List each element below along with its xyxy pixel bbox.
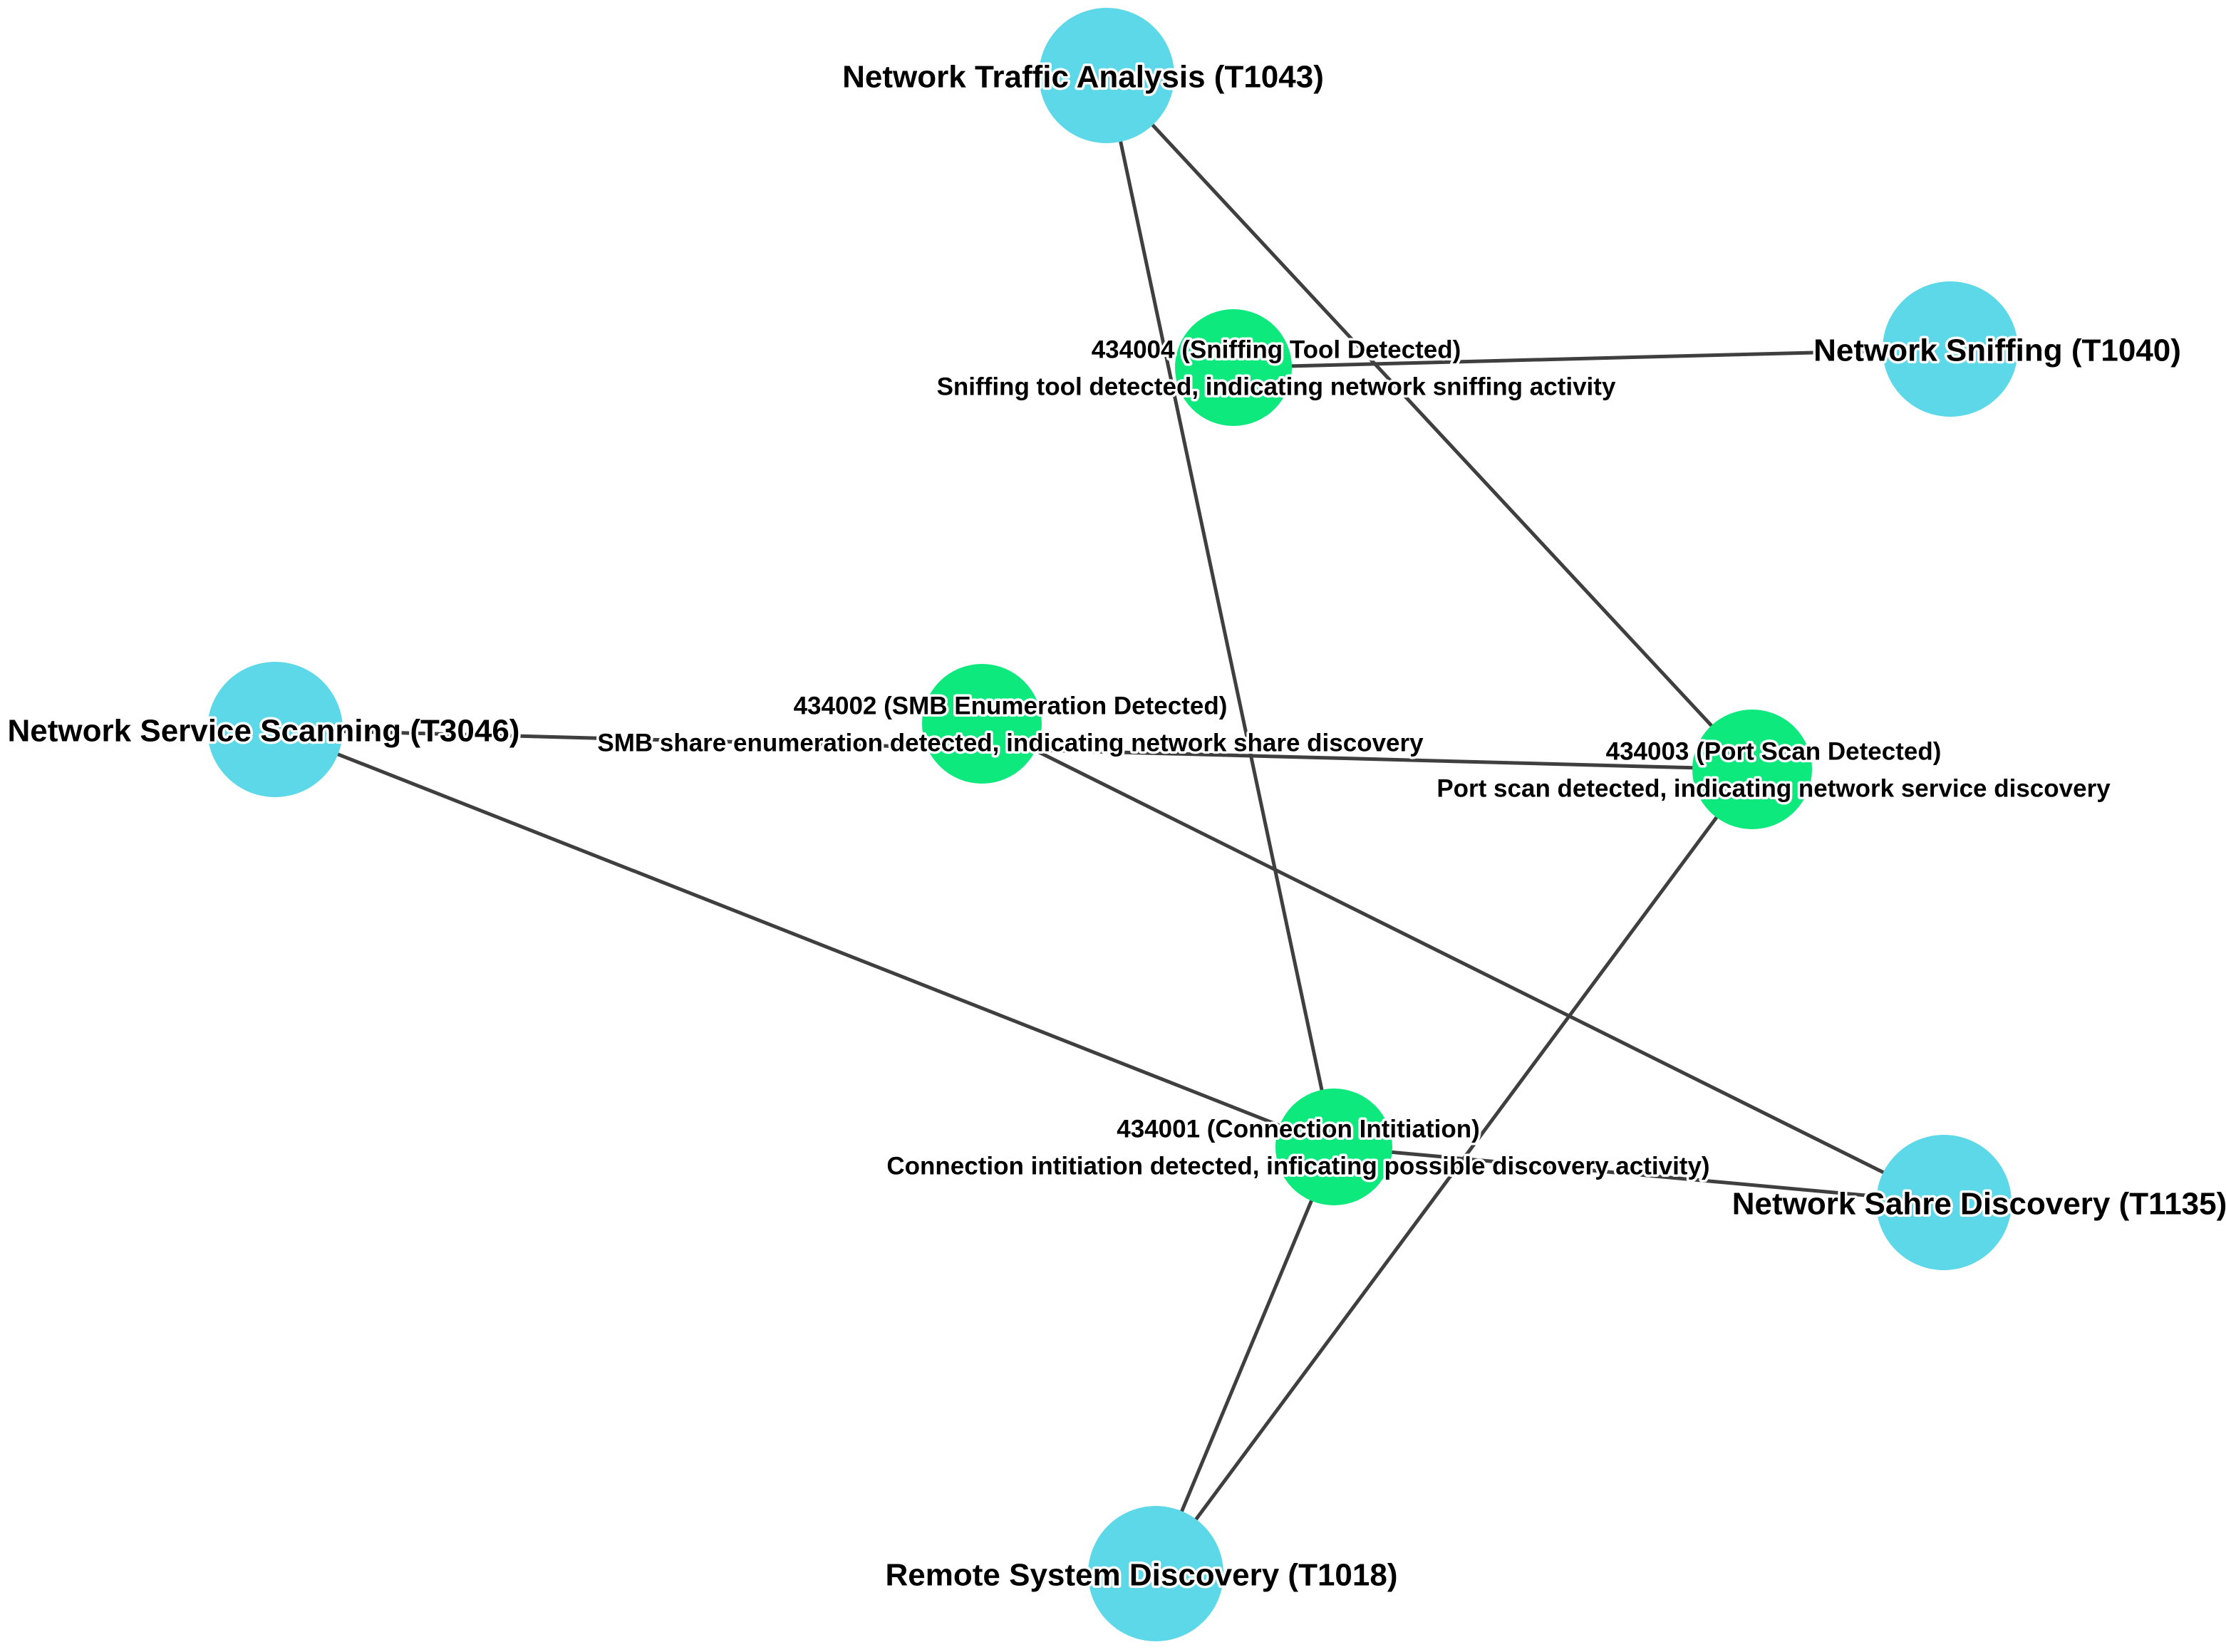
- node-label-434003-title: 434003 (Port Scan Detected): [1606, 738, 1942, 766]
- nodes-layer: [207, 8, 2018, 1641]
- node-label-434002-title: 434002 (SMB Enumeration Detected): [794, 692, 1228, 720]
- node-434003-rule-circle: [1692, 710, 1812, 829]
- node-434001-rule-circle: [1275, 1089, 1392, 1205]
- node-label-T1135: Network Sahre Discovery (T1135): [1732, 1187, 2226, 1222]
- node-T1043-technique-circle: [1039, 8, 1174, 143]
- edge-T1135-434001: [1333, 1145, 1945, 1205]
- edge-T1043-434003: [1105, 74, 1754, 771]
- node-label-434004-description: Sniffing tool detected, indicating netwo…: [937, 373, 1616, 401]
- labels-layer: Network Traffic Analysis (T1043) Network …: [5, 57, 2226, 1595]
- node-T1018-technique-circle: [1088, 1506, 1223, 1641]
- edge-T3046-434001: [274, 727, 1335, 1149]
- node-label-T1040: Network Sniffing (T1040): [1813, 333, 2181, 368]
- edges-layer: [274, 74, 1951, 1575]
- edge-T1040-434004: [1233, 347, 1951, 370]
- node-T3046-technique-circle: [207, 662, 343, 797]
- edge-T1018-434003: [1154, 768, 1754, 1575]
- node-T1040-technique-circle: [1883, 281, 2018, 417]
- edge-T1135-434002: [980, 722, 1945, 1205]
- node-434004-rule-circle: [1175, 309, 1292, 426]
- node-label-434001-title: 434001 (Connection Intitiation): [1117, 1116, 1480, 1143]
- node-T1135-technique-circle: [1876, 1135, 2012, 1270]
- edge-T1018-434001: [1154, 1146, 1336, 1574]
- node-label-434002-description: SMB share enumeration detected, indicati…: [597, 729, 1424, 757]
- edge-T1043-434001: [1104, 75, 1336, 1148]
- node-label-434001-description: Connection intitiation detected, inficat…: [886, 1153, 1709, 1180]
- node-label-434004-title: 434004 (Sniffing Tool Detected): [1092, 336, 1461, 364]
- node-label-T3046: Network Service Scanning (T3046): [8, 714, 520, 749]
- node-label-434003-description: Port scan detected, indicating network s…: [1436, 775, 2111, 803]
- node-label-T1018: Remote System Discovery (T1018): [886, 1558, 1398, 1593]
- node-434002-rule-circle: [922, 664, 1042, 784]
- node-label-T1043: Network Traffic Analysis (T1043): [842, 60, 1324, 95]
